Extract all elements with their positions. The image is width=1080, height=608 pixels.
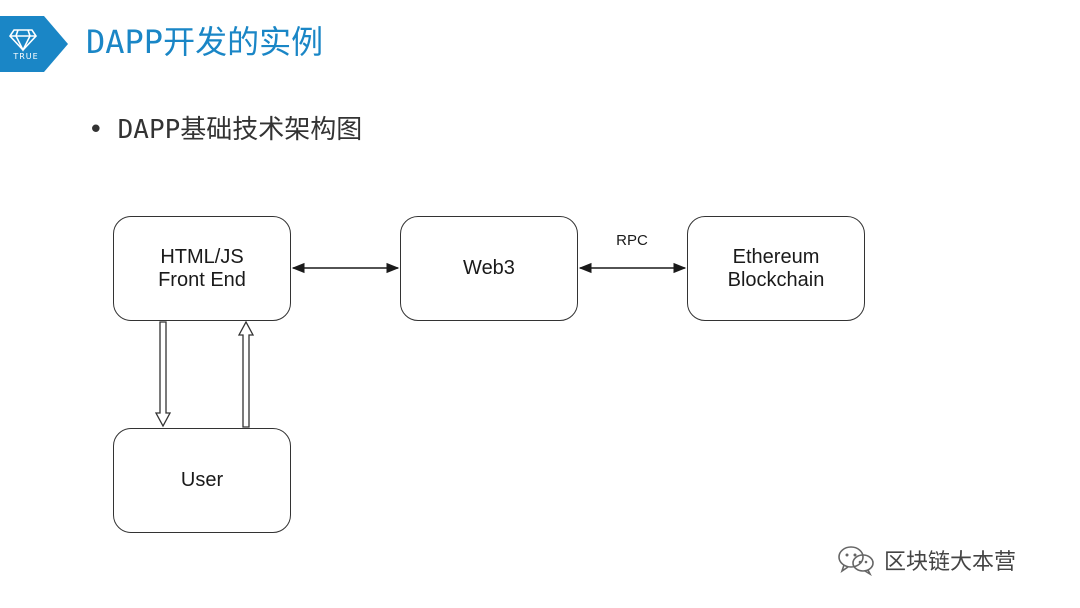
node-web3: Web3 bbox=[400, 216, 578, 321]
diamond-icon bbox=[8, 29, 38, 52]
logo-badge bbox=[0, 16, 68, 72]
wechat-icon bbox=[838, 546, 874, 576]
node-user: User bbox=[113, 428, 291, 533]
bullet-dot: • bbox=[88, 115, 104, 145]
watermark-text: 区块链大本营 bbox=[884, 550, 1017, 575]
node-ethereum: Ethereum Blockchain bbox=[687, 216, 865, 321]
hollow-arrow-up bbox=[237, 320, 255, 428]
edge-label-rpc: RPC bbox=[616, 232, 648, 249]
bullet-text: DAPP基础技术架构图 bbox=[117, 115, 363, 145]
node-frontend: HTML/JS Front End bbox=[113, 216, 291, 321]
page-title: DAPP开发的实例 bbox=[86, 23, 324, 61]
watermark: 区块链大本营 bbox=[836, 540, 1016, 580]
hollow-arrow-down bbox=[154, 321, 172, 428]
bullet-item: • DAPP基础技术架构图 bbox=[88, 110, 362, 150]
logo-text: TRUE bbox=[13, 52, 39, 61]
